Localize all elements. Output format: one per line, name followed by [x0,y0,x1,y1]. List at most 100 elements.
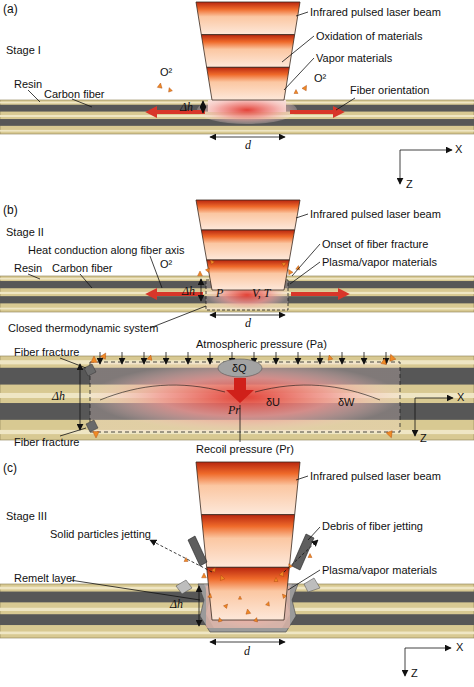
particle [245,609,251,615]
particle [238,596,241,599]
laser-beam [196,2,300,35]
chemical-label: O² [160,66,172,78]
pressure-arrow [188,352,189,364]
leader-line [28,90,40,102]
panel-letter: (c) [3,462,17,474]
part-label: Heat conduction along fiber axis [28,244,185,256]
dimension-label: d [245,317,251,329]
part-label: Resin [14,78,42,90]
leader-line [282,36,314,62]
part-label: Infrared pulsed laser beam [310,6,441,18]
leader-line [336,98,355,110]
pressure-arrow [166,352,167,364]
dimension-line [199,586,200,626]
particle [281,593,287,599]
particle [274,578,278,582]
particle [167,87,172,92]
laser-beam [207,260,290,290]
dimension-line [210,642,285,643]
axis-arrow [415,398,453,399]
pressure-arrow [210,352,211,364]
laser-beam [201,230,294,260]
laser-beam [196,200,300,230]
axis-label: X [457,391,464,403]
part-label: Closed thermodynamic system [8,322,158,334]
leader-line [290,262,320,284]
axis-label: Z [420,432,427,444]
variable-label: V, T [252,287,270,299]
fiber-fragment [86,420,98,432]
particle [308,554,312,558]
part-label: Atmospheric pressure (Pa) [196,338,327,350]
axis-arrow [400,150,452,151]
part-label: Remelt layer [14,572,76,584]
particle [206,267,212,273]
particle [212,567,217,572]
particle [93,432,99,438]
axis-label: X [455,143,462,155]
variable-label: Pr [228,404,240,416]
solid-particle [176,580,192,594]
particle [302,84,309,91]
part-label: Fiber orientation [350,84,430,96]
part-label: Onset of fiber fracture [322,238,428,250]
particle [381,358,387,364]
dimension-line [210,315,285,316]
pressure-arrow [298,352,299,364]
pressure-arrow [342,352,343,364]
fiber-debris [188,536,207,566]
particle [147,354,153,360]
dimension-line [201,279,202,301]
part-label: Fiber fracture [14,346,79,358]
particle [254,617,259,622]
pressure-arrow [100,352,101,364]
particle [388,353,396,361]
leader-line [292,244,320,276]
particle [91,356,97,362]
pressure-arrow [320,352,321,364]
resin-highlight [0,130,474,132]
particle [101,352,109,360]
heat-flow-arrow [291,292,345,296]
leader-line [308,527,320,540]
part-label: Carbon fiber [52,262,113,274]
leader-line [296,214,308,218]
leader-line [296,476,308,480]
chemical-label: O² [314,72,326,84]
fiber-fragment [84,364,96,376]
leader-line [60,358,86,368]
variable-label: δQ [232,362,247,374]
laser-beam [201,35,294,68]
resin-layer [0,356,474,440]
part-label: Fiber fracture [14,436,79,448]
particle [209,259,215,265]
part-label: Vapor materials [316,52,392,64]
part-label: Recoil pressure (Pr) [196,443,294,455]
leader-line [150,306,206,328]
variable-label: P [216,287,223,299]
leader-line [288,570,320,590]
stage-label: Stage II [6,226,44,238]
pressure-arrow [276,352,277,364]
axis-arrow [400,150,401,184]
particle [208,593,213,598]
dimension-label: Δh [52,390,65,402]
dimension-line [210,137,285,138]
variable-label: δW [338,396,355,408]
particle [157,83,163,89]
pressure-arrow [122,352,123,364]
particle [219,574,225,580]
thermodynamic-system-box [90,362,400,432]
jet-arrow [284,540,318,572]
work-curve [100,385,225,400]
solid-particle [304,578,320,592]
leader-line [80,274,92,288]
leader-line [284,58,314,90]
panel-letter: (b) [3,204,18,216]
dimension-label: Δh [180,101,193,113]
part-label: Oxidation of materials [316,30,422,42]
particle [327,354,333,360]
part-label: Plasma/vapor materials [322,564,437,576]
part-label: Plasma/vapor materials [322,256,437,268]
